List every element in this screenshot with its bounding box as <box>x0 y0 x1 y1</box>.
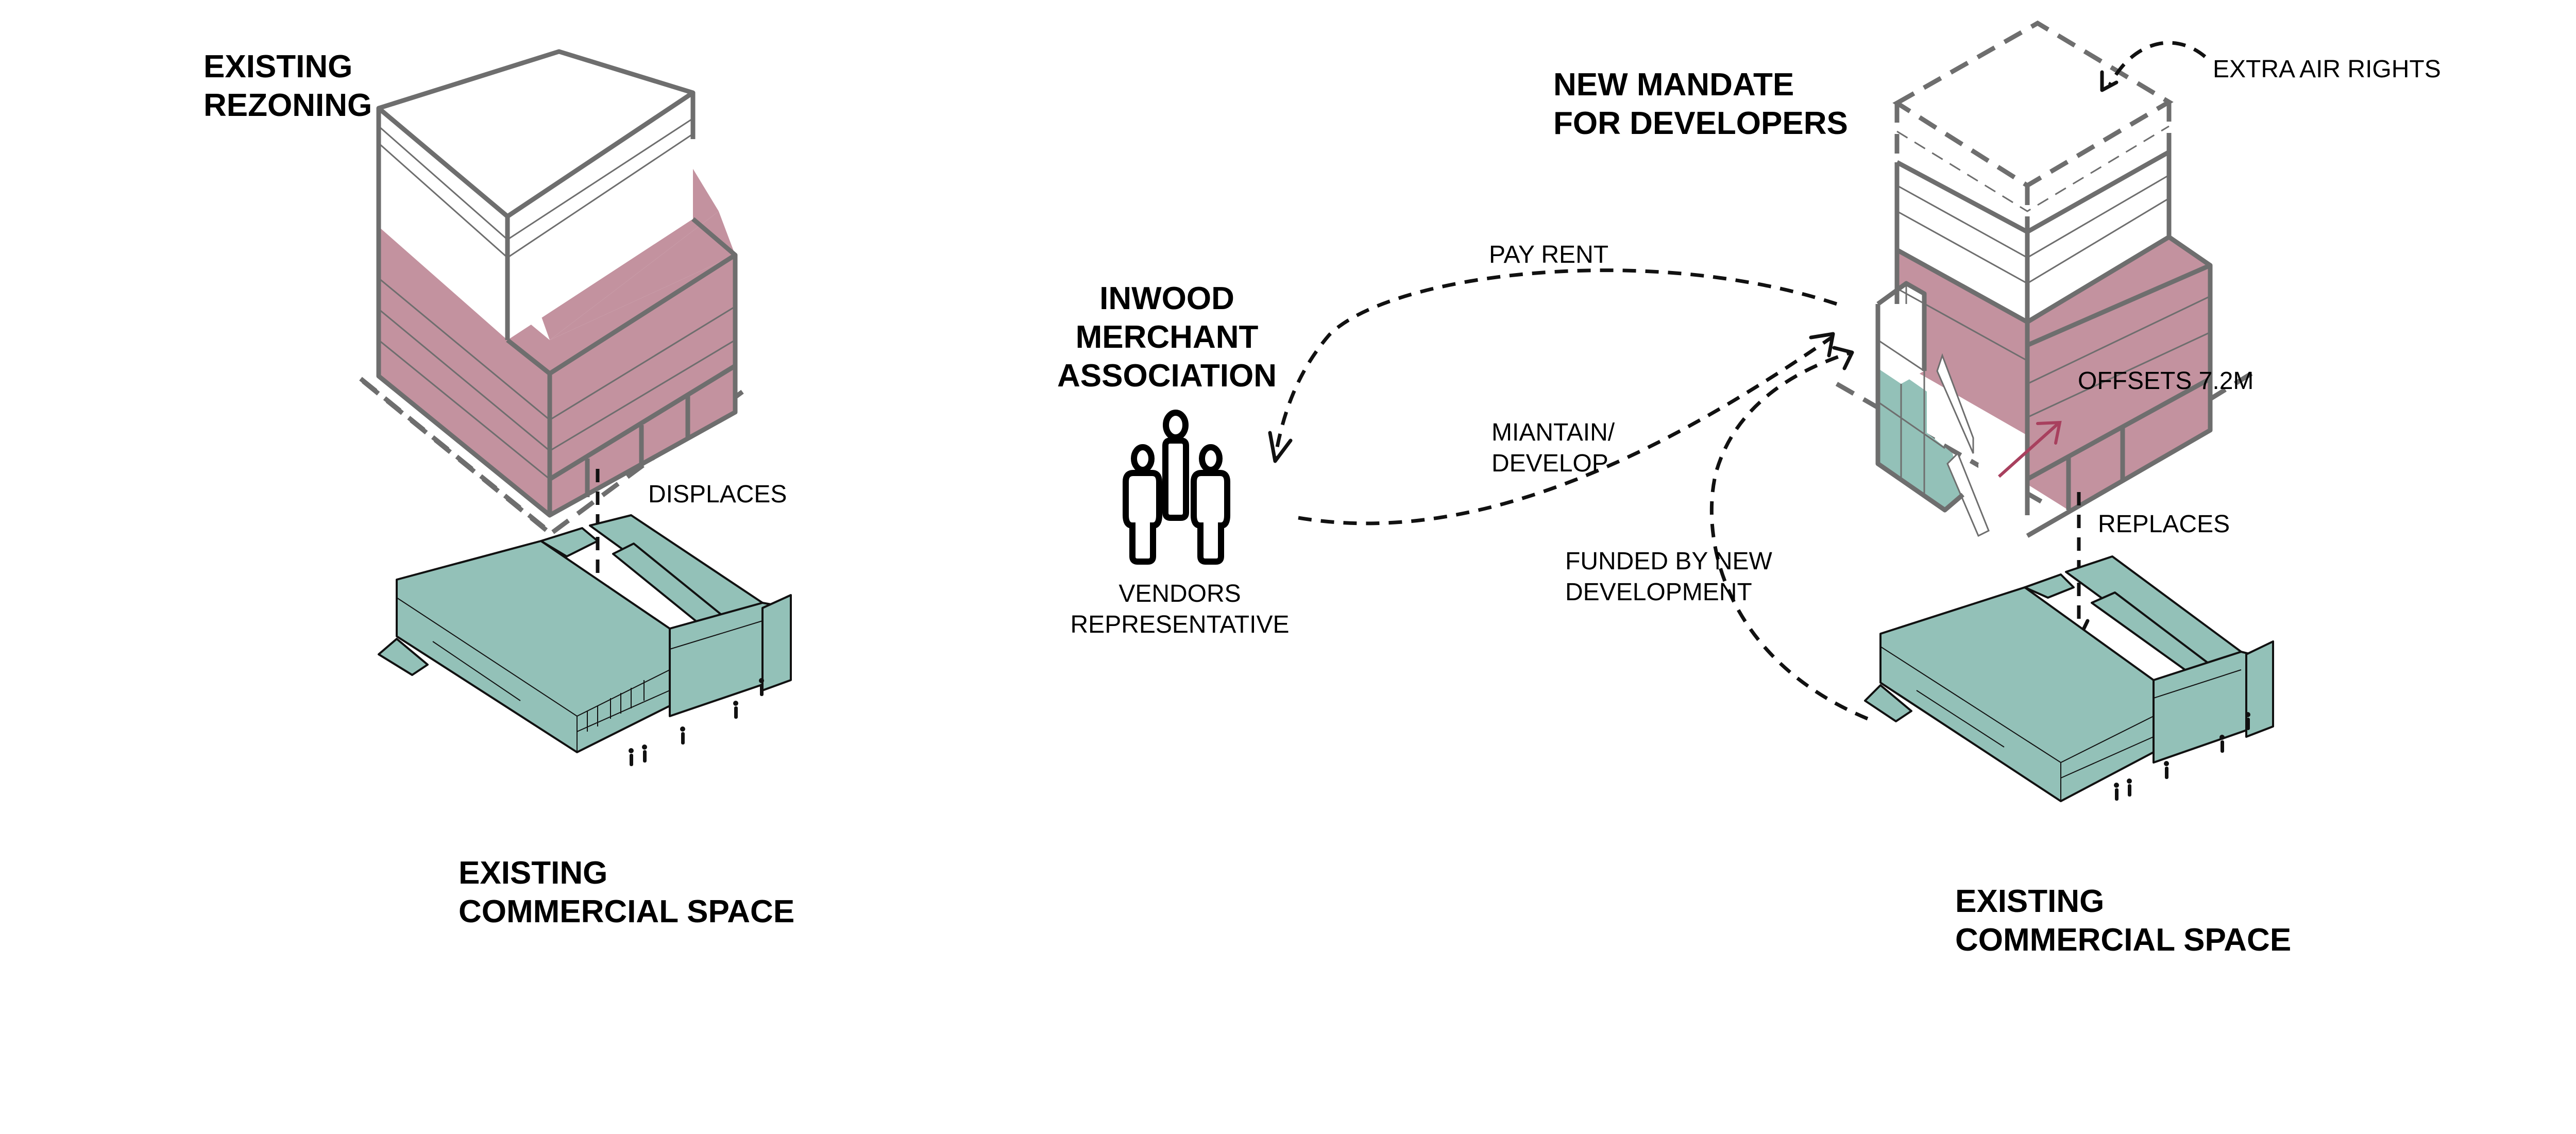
funded-label-line1: FUNDED BY NEW <box>1565 548 1773 575</box>
rezoning-footprint-outline-front <box>362 379 558 540</box>
association-title-line2: MERCHANT <box>1076 319 1259 355</box>
mandate-building-isometric <box>1875 150 2213 538</box>
person-body-icon <box>1123 470 1162 565</box>
left-commercial-title-line1: EXISTING <box>459 855 607 891</box>
new-mandate-title-line1: NEW MANDATE <box>1553 67 1794 103</box>
existing-rezoning-title-line1: EXISTING <box>204 49 352 84</box>
new-mandate-title-line2: FOR DEVELOPERS <box>1553 106 1848 141</box>
rezoning-building-isometric <box>376 49 738 518</box>
pay-rent-arrowhead-icon <box>1268 431 1293 463</box>
association-title-line3: ASSOCIATION <box>1057 358 1277 394</box>
person-head-icon <box>1131 444 1155 473</box>
existing-rezoning-group: EXISTING REZONING <box>204 49 794 929</box>
new-mandate-group: NEW MANDATE FOR DEVELOPERS EXTRA AIR RIG… <box>1553 20 2441 958</box>
person-body-icon <box>1191 470 1230 565</box>
pedestrian-figures <box>629 678 764 766</box>
maintain-label-line1: MIANTAIN/ <box>1492 419 1615 446</box>
person-body-icon <box>1162 437 1189 521</box>
existing-rezoning-title-line2: REZONING <box>204 88 372 123</box>
vendors-people-icon <box>1123 410 1230 565</box>
offset-arrowhead-icon <box>2036 420 2062 445</box>
flow-arrows: PAY RENT MIANTAIN/ DEVELOP FUNDED BY NEW… <box>1268 241 1869 721</box>
person-head-icon <box>1163 410 1189 441</box>
offsets-label: OFFSETS 7.2M <box>2078 367 2253 395</box>
person-head-icon <box>1199 444 1223 473</box>
displaces-label: DISPLACES <box>648 481 787 508</box>
pay-rent-arrow-line <box>1273 268 1838 459</box>
vendors-caption-line2: REPRESENTATIVE <box>1071 611 1290 638</box>
right-commercial-building-isometric <box>1864 555 2274 802</box>
left-commercial-building-isometric <box>378 514 792 766</box>
right-commercial-title-line2: COMMERCIAL SPACE <box>1955 922 2291 958</box>
pay-rent-label: PAY RENT <box>1489 241 1608 268</box>
maintain-label-line2: DEVELOP <box>1492 450 1608 477</box>
air-rights-arrow-line <box>2108 41 2207 86</box>
funded-arrowhead-icon <box>1832 346 1854 370</box>
offset-arrow-line <box>1997 422 2060 478</box>
funded-label-line2: DEVELOPMENT <box>1565 579 1752 606</box>
vendors-caption-line1: VENDORS <box>1118 580 1241 607</box>
air-rights-arrowhead-icon <box>2100 70 2119 92</box>
air-rights-label: EXTRA AIR RIGHTS <box>2213 56 2441 83</box>
maintain-develop-arrowhead-icon <box>1809 332 1835 358</box>
air-rights-volume <box>1892 20 2174 232</box>
pedestrian-figures <box>2114 712 2250 801</box>
merchant-association-group: INWOOD MERCHANT ASSOCIATION <box>1057 281 1277 394</box>
left-commercial-title-line2: COMMERCIAL SPACE <box>459 894 794 929</box>
replaces-label: REPLACES <box>2098 511 2230 538</box>
funded-arrow-line <box>1709 351 1869 721</box>
right-commercial-title-line1: EXISTING <box>1955 884 2104 919</box>
association-title-line1: INWOOD <box>1099 281 1234 316</box>
maintain-develop-arrow-line <box>1298 336 1833 526</box>
